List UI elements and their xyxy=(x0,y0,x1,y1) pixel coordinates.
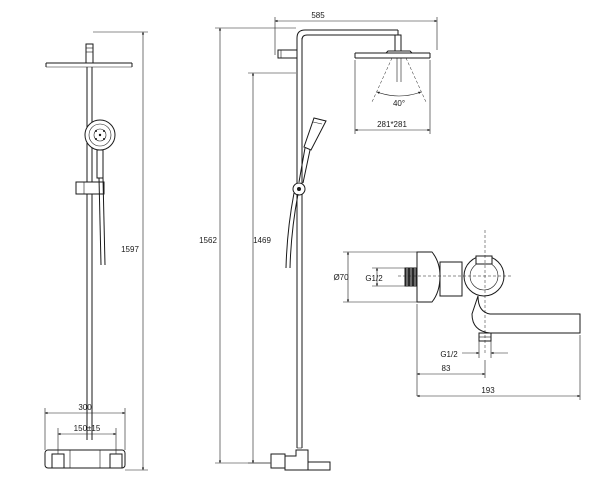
dim-total-height: 1597 xyxy=(121,245,139,254)
side-view: 40° 281*281 585 xyxy=(199,11,438,471)
dim-spray-angle: 40° xyxy=(393,99,405,108)
spray-angle-indicator xyxy=(371,57,427,103)
mixer-detail-view: Ø70 G1/2 G1/2 83 193 xyxy=(333,230,581,400)
dim-outlet-thread: G1/2 xyxy=(440,350,458,359)
dim-slide-bar-height: 1469 xyxy=(253,236,271,245)
dim-bar-width: 300 xyxy=(78,403,92,412)
dim-body-diameter: Ø70 xyxy=(333,273,349,282)
thermostatic-bar-front xyxy=(44,449,126,469)
dim-inlet-thread: G1/2 xyxy=(365,274,383,283)
hand-shower-front xyxy=(84,119,116,179)
dim-inlet-spacing: 150±15 xyxy=(74,424,101,433)
dim-head-size: 281*281 xyxy=(377,120,407,129)
hand-shower-side xyxy=(298,117,327,184)
dim-column-height: 1562 xyxy=(199,236,217,245)
dim-spout-length: 193 xyxy=(481,386,495,395)
mixer-side xyxy=(270,447,331,471)
dim-arm-length: 585 xyxy=(311,11,325,20)
dim-outlet-offset: 83 xyxy=(442,364,451,373)
front-view: 300 150±15 1597 xyxy=(44,31,148,471)
